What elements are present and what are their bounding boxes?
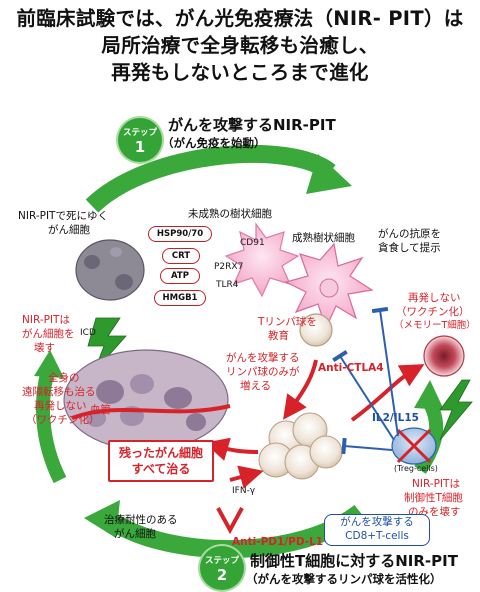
arrow-ctla4 [283,359,318,420]
teach-t-label-2: 教育 [268,330,289,342]
cured-box: 残ったがん細胞 すべて治る [108,440,214,482]
icd-label: ICD [80,328,96,338]
cd8-box: がんを攻撃する CD8+T-cells [324,514,430,546]
lightning-bolt-right [439,379,473,441]
cycle-arrow-top [85,144,336,213]
treg-kill-1: NIR-PITは [412,478,460,490]
vessel-label: 血管 [90,404,111,416]
cured-box-line-2: すべて治る [131,462,191,476]
attack-lymph-3: 増える [240,380,272,392]
title-line-1: 前臨床試験では、がん光免疫療法（NIR- PIT）は [16,7,464,30]
immature-dendritic-cell [224,222,300,298]
arrow-ifn [229,465,264,489]
systemic-3: 再発しない [34,400,87,412]
teach-t-label-1: Tリンパ球を [258,316,317,328]
mature-dc-paren-2: 貪食して提示 [378,242,441,254]
treg-inhibit-lymph [341,437,393,455]
ifn-label: IFN-γ [232,486,256,496]
cd91-label: CD91 [240,238,265,248]
step2-badge-num: 2 [216,566,228,584]
arrow-to-memory [350,364,425,422]
nir-pit-kills-3: 壊す [34,342,55,354]
resistant-1: 治療耐性のある [104,514,178,526]
atp-label: ATP [160,268,200,284]
il2-label: IL2/IL15 [372,412,419,424]
systemic-4: （ワクチン化） [26,414,100,426]
no-recur-2: （ワクチン化） [396,306,470,318]
step1-sub: （がん免疫を始動） [162,136,266,150]
treg-inhibit-tcell [332,349,395,441]
systemic-2: 遠隔転移も治る [22,386,96,398]
resistant-2: がん細胞 [114,528,156,540]
treg-label: (Treg-cells) [394,464,438,473]
tlr4-label: TLR4 [216,280,239,290]
title-line-2: 局所治療で全身転移も治癒し、 [101,34,379,57]
cd8-line-1: がんを攻撃する [340,516,414,528]
no-recur-1: 再発しない [408,292,461,304]
arrow-to-tumor [204,437,259,461]
lymphocyte-cluster [258,412,343,480]
cycle-arrow-left [36,368,67,484]
cd8-line-2: CD8+T-cells [345,530,409,542]
immature-dc-label: 未成熟の樹状細胞 [188,208,272,220]
nir-pit-kills-1: NIR-PITは [22,314,70,326]
mature-dendritic-cell [284,242,374,330]
mature-dc-label: 成熟樹状細胞 [292,232,355,244]
dying-cells-label-1: NIR-PITで死にゆく [18,210,108,222]
step1-badge-num: 1 [134,138,146,156]
attack-lymph-1: がんを攻撃する [226,352,300,364]
step1-badge: ステップ 1 [118,118,162,162]
dying-cancer-cells [75,239,145,301]
blood-vessel [71,404,231,420]
treg-cell [391,427,437,465]
step2-badge-word: ステップ [204,556,239,566]
p2rx7-label: P2RX7 [214,262,244,272]
cycle-arrow-left-head [34,350,64,378]
tumor-mass [63,349,229,451]
step2-heading: 制御性T細胞に対するNIR-PIT [250,552,458,570]
systemic-1: 全身の [48,372,80,384]
hsp-label: HSP90/70 [148,226,212,242]
treg-kill-2: 制御性T細胞 [404,492,463,504]
treg-inhibit-dc [371,306,399,437]
mature-dc-paren-1: がんの抗原を [378,228,441,240]
anti-pd1-label: Anti-PD1/PD-L1 [232,536,324,548]
cycle-arrow-bottom-head [84,500,120,538]
cycle-arrow-top-head [306,154,352,194]
step1-heading: がんを攻撃するNIR-PIT [168,116,336,134]
step2-badge: ステップ 2 [200,546,244,590]
hmgb1-label: HMGB1 [154,290,206,306]
dying-cells-label-2: がん細胞 [48,224,90,236]
cycle-arrow-right-head [414,380,444,410]
t-cell [299,313,333,347]
nir-pit-kills-2: がん細胞を [22,328,75,340]
crt-label: CRT [162,248,200,264]
step1-badge-word: ステップ [122,128,157,138]
anti-ctla4-label: Anti-CTLA4 [318,362,384,374]
step2-sub: （がんを攻撃するリンパ球を活性化） [246,572,442,586]
memory-t-cell [423,335,465,377]
anti-pd1-antibody [216,507,244,535]
cured-box-line-1: 残ったがん細胞 [118,446,203,460]
attack-lymph-2: リンパ球のみが [226,366,300,378]
title-line-3: 再発もしないところまで進化 [111,61,369,84]
lightning-bolt-left [87,317,127,373]
no-recur-3: （メモリーT細胞） [394,320,476,331]
